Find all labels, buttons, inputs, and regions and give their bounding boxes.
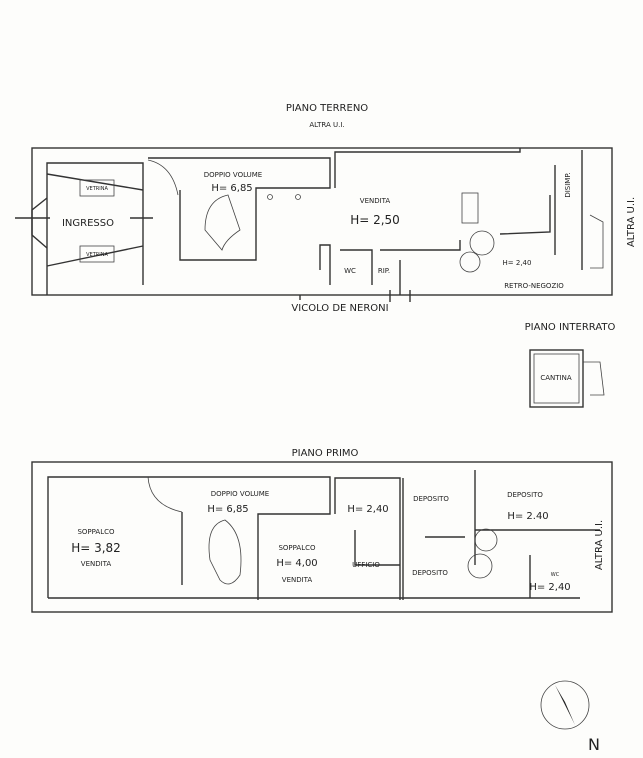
height-vendita: H= 2,50 [350,213,400,227]
rip-wall [380,240,461,251]
height-corridor: H= 2,40 [347,504,388,515]
spiral-stair-small [467,553,493,579]
ingresso-wall [46,162,144,295]
north-compass: N [540,680,600,754]
room-label-retro-negozio: RETRO-NEGOZIO [504,282,564,290]
height-wc: H= 2,40 [529,582,570,593]
room-label-ingresso: INGRESSO [62,218,114,229]
entrance-bay [31,197,48,249]
vetrina-wall [46,173,144,191]
basement-title: PIANO INTERRATO [525,322,616,333]
room-label-disimpegno: DISIMP. [564,172,572,197]
room-label-doppio-volume: DOPPIO VOLUME [211,490,269,498]
first-floor-title: PIANO PRIMO [292,448,359,459]
spiral-stair-small [474,528,498,552]
basement-plan: PIANO INTERRATO CANTINA [525,322,616,408]
spiral-stair [204,194,241,251]
vetrina-box [79,245,115,263]
vetrina-wall [46,245,144,267]
height-soppalco: H= 3,82 [71,541,121,555]
spiral-stair-small [469,230,495,256]
vendita-wall [334,148,521,188]
vetrina-box [79,179,115,197]
wc-wall [319,244,331,285]
cantina-wall [529,349,584,408]
ground-floor-title: PIANO TERRENO [286,103,368,114]
wc-wall [340,249,373,285]
height-deposito: H= 2.40 [507,511,548,522]
room-label-cantina: CANTINA [540,374,571,382]
spiral-stair-small [459,251,481,273]
room-label-vetrina: VETRINA [86,186,108,192]
external-stair [589,214,604,269]
first-floor-plan: PIANO PRIMO SOPPALCO H= 3,82 VENDITA DOP… [31,448,613,613]
column [295,194,301,200]
street-label: VICOLO DE NERONI [291,303,388,314]
door-arc [147,159,179,196]
compass-circle [540,680,590,730]
right-neighbor-label: ALTRA U.I. [594,520,605,570]
height-doppio-volume: H= 6,85 [207,504,248,515]
ufficio-wall [334,477,401,600]
room-label-vetrina: VETRINA [86,252,108,258]
ufficio-wall [354,530,400,566]
door-arc [147,476,183,513]
room-label-ripostiglio: RIP. [378,267,390,275]
stair-block [461,192,479,224]
north-arrow-icon [555,685,575,725]
basement-stair [583,361,605,396]
first-outer-wall [31,461,613,613]
room-label-deposito: DEPOSITO [507,491,543,499]
column [267,194,273,200]
ground-floor-plan: PIANO TERRENO ALTRA U.I. INGRESSO VET [15,103,637,314]
height-retro: H= 2,40 [503,259,532,267]
right-neighbor-label: ALTRA U.I. [626,197,637,247]
room-label-deposito: DEPOSITO [412,569,448,577]
soppalco-wall [47,476,148,598]
cantina-inner-wall [533,353,580,404]
room-label-soppalco: SOPPALCO [278,544,316,552]
room-label-deposito: DEPOSITO [413,495,449,503]
room-label-vendita: VENDITA [360,197,391,205]
doppio-volume-wall [148,157,331,261]
spiral-stair [208,519,242,585]
room-label-doppio-volume: DOPPIO VOLUME [204,171,262,179]
doppio-volume-wall [148,476,331,600]
height-doppio-volume: H= 6,85 [211,183,252,194]
room-use-vendita: VENDITA [282,576,313,584]
room-label-ufficio: UFFICIO [352,561,380,569]
room-label-wc: WC [551,572,560,578]
room-use-vendita: VENDITA [81,560,112,568]
retro-wall [499,195,551,235]
top-neighbor-label: ALTRA U.I. [309,121,344,129]
compass-north-label: N [588,735,600,754]
ground-outer-wall [31,147,613,296]
room-label-soppalco: SOPPALCO [77,528,115,536]
room-label-wc: WC [344,267,356,275]
height-soppalco: H= 4,00 [276,558,317,569]
